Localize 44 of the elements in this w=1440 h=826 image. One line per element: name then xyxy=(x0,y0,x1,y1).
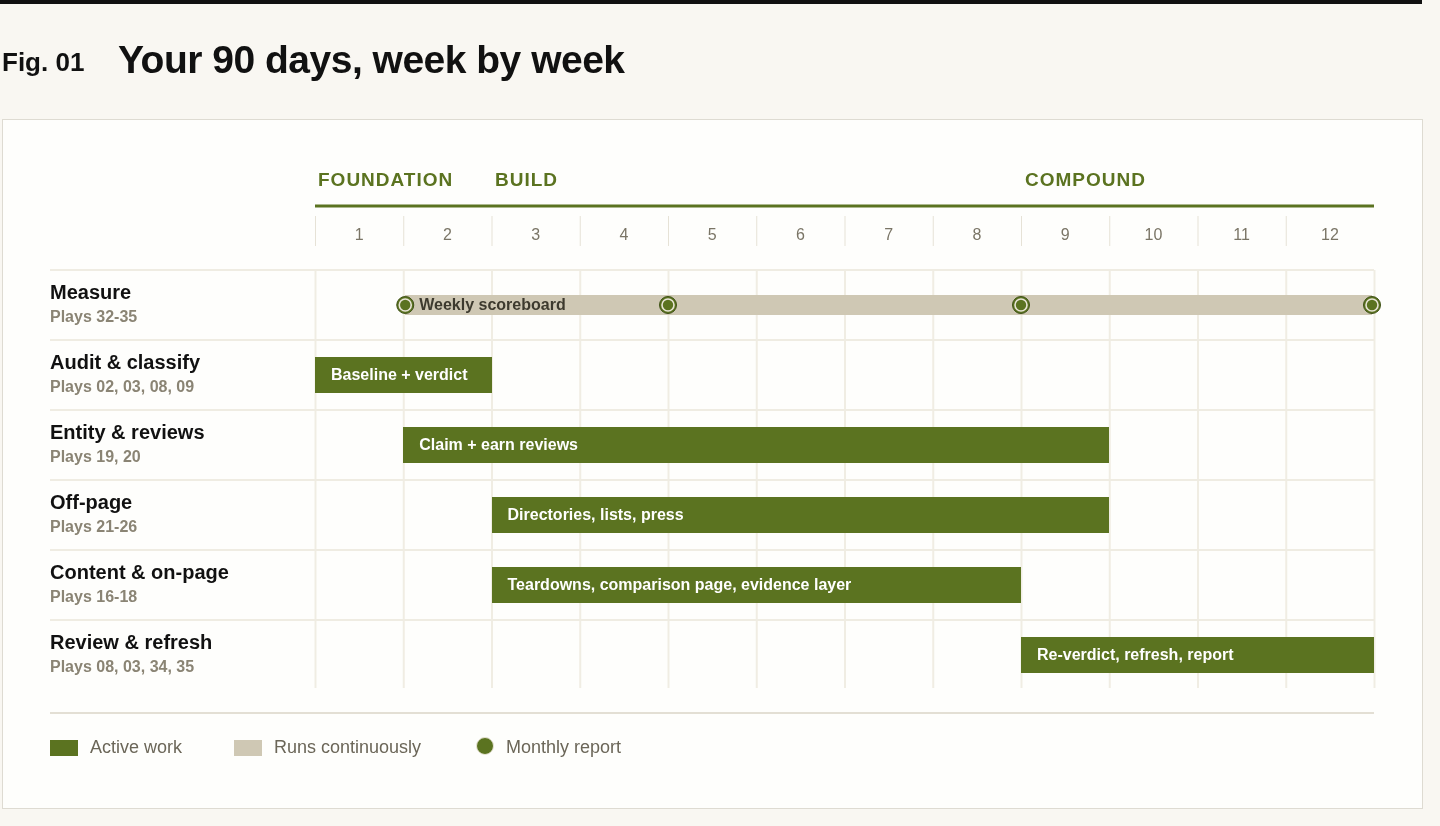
bar-label: Re-verdict, refresh, report xyxy=(1037,646,1234,664)
row-label: Entity & reviews xyxy=(50,421,205,443)
row-label: Measure xyxy=(50,281,132,303)
week-number: 9 xyxy=(1060,226,1070,244)
plays-label: Plays 21-26 xyxy=(50,518,138,536)
legend-label: Monthly report xyxy=(506,737,622,759)
week-number: 7 xyxy=(884,226,894,244)
week-number: 11 xyxy=(1233,226,1250,244)
row-label: Content & on-page xyxy=(50,561,229,583)
row-label: Off-page xyxy=(50,491,133,513)
gantt-bar xyxy=(491,497,1110,533)
week-number: 5 xyxy=(707,226,717,244)
plays-label: Plays 16-18 xyxy=(50,588,138,606)
plays-label: Plays 02, 03, 08, 09 xyxy=(50,378,195,396)
bar-label: Teardowns, comparison page, evidence layer xyxy=(507,576,852,594)
bar-label: Claim + earn reviews xyxy=(419,436,578,454)
legend-label: Active work xyxy=(90,737,183,759)
week-number: 4 xyxy=(619,226,629,244)
week-number: 10 xyxy=(1144,226,1163,244)
chart-title: Your 90 days, week by week xyxy=(118,38,625,82)
bar-label: Weekly scoreboard xyxy=(419,296,566,314)
phase-label: BUILD xyxy=(495,170,559,191)
plays-label: Plays 32-35 xyxy=(50,308,138,326)
row-label: Review & refresh xyxy=(50,631,213,653)
gantt-bar xyxy=(1021,637,1374,673)
bar-label: Baseline + verdict xyxy=(331,366,468,384)
bar-label: Directories, lists, press xyxy=(507,506,684,524)
week-number: 12 xyxy=(1321,226,1339,244)
gantt-bar xyxy=(491,567,1021,603)
week-number: 1 xyxy=(354,226,364,244)
week-number: 6 xyxy=(795,226,805,244)
continuous-bar xyxy=(405,295,1372,315)
phase-label: FOUNDATION xyxy=(318,170,454,191)
row-label: Audit & classify xyxy=(50,351,201,373)
plays-label: Plays 08, 03, 34, 35 xyxy=(50,658,195,676)
gantt-bar xyxy=(315,357,492,393)
week-number: 8 xyxy=(972,226,982,244)
gantt-bar xyxy=(403,427,1110,463)
phase-label: COMPOUND xyxy=(1025,170,1146,191)
week-number: 2 xyxy=(442,226,452,244)
plays-label: Plays 19, 20 xyxy=(50,448,141,466)
legend-label: Runs continuously xyxy=(274,737,422,759)
week-number: 3 xyxy=(531,226,541,244)
figure-number: Fig. 01 xyxy=(2,48,85,77)
